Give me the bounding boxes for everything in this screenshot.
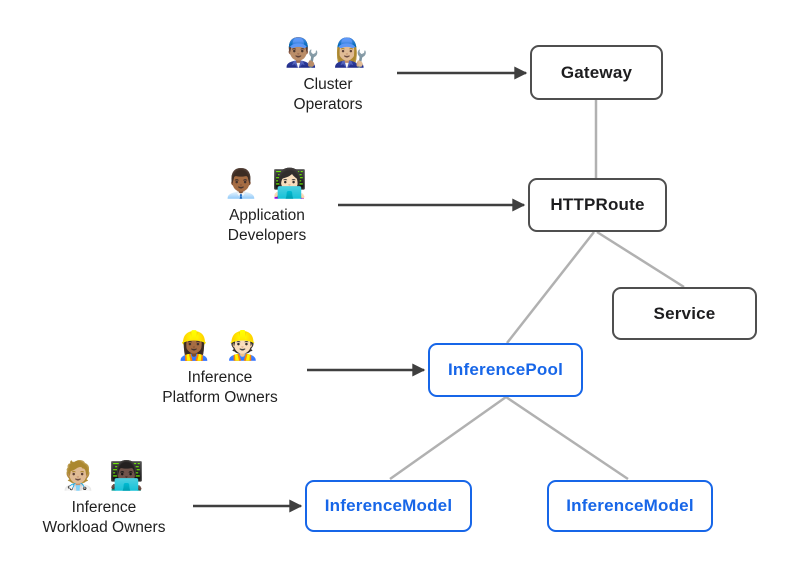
inference-workload-owners-actor: 🧑🏼‍⚕️ 👨🏿‍💻 Inference Workload Owners — [19, 459, 189, 538]
edge-httproute-service — [596, 230, 685, 289]
edge-httproute-inferencepool — [506, 231, 595, 344]
edge-inferencepool-inferencemodel-left — [389, 395, 507, 481]
inference-platform-owners-label: Inference Platform Owners — [162, 369, 278, 406]
inferencemodel-left-node-label: InferenceModel — [324, 496, 453, 515]
httproute-node-label: HTTPRoute — [550, 195, 645, 214]
cluster-operators-label: Cluster Operators — [293, 76, 363, 113]
man-mechanic-and-woman-mechanic-emoji: 👨🏽‍🔧 👩🏼‍🔧 — [284, 37, 372, 68]
httproute-node: HTTPRoute — [528, 178, 667, 232]
edge-inferencepool-inferencemodel-right — [505, 395, 629, 481]
inferencemodel-left-node: InferenceModel — [305, 480, 472, 532]
cluster-operators-actor: 👨🏽‍🔧 👩🏼‍🔧 Cluster Operators — [243, 36, 413, 115]
service-node: Service — [612, 287, 757, 340]
application-developers-actor: 👨🏾‍💼 👩🏻‍💻 Application Developers — [182, 167, 352, 246]
man-office-worker-and-woman-technologist-emoji: 👨🏾‍💼 👩🏻‍💻 — [223, 168, 311, 199]
inferencemodel-right-node-label: InferenceModel — [566, 496, 694, 515]
inferencepool-node: InferencePool — [428, 343, 583, 397]
inference-workload-owners-label: Inference Workload Owners — [42, 499, 166, 536]
woman-and-man-construction-worker-emoji: 👷🏾‍♀️ 👷🏻 — [176, 330, 264, 361]
gateway-node: Gateway — [530, 45, 663, 100]
application-developers-label: Application Developers — [227, 207, 307, 244]
inference-platform-owners-actor: 👷🏾‍♀️ 👷🏻 Inference Platform Owners — [135, 329, 305, 408]
service-node-label: Service — [653, 303, 716, 323]
gateway-node-label: Gateway — [560, 62, 633, 82]
inferencemodel-right-node: InferenceModel — [547, 480, 713, 532]
health-worker-and-man-technologist-emoji: 🧑🏼‍⚕️ 👨🏿‍💻 — [60, 460, 148, 491]
inferencepool-node-label: InferencePool — [447, 360, 564, 379]
